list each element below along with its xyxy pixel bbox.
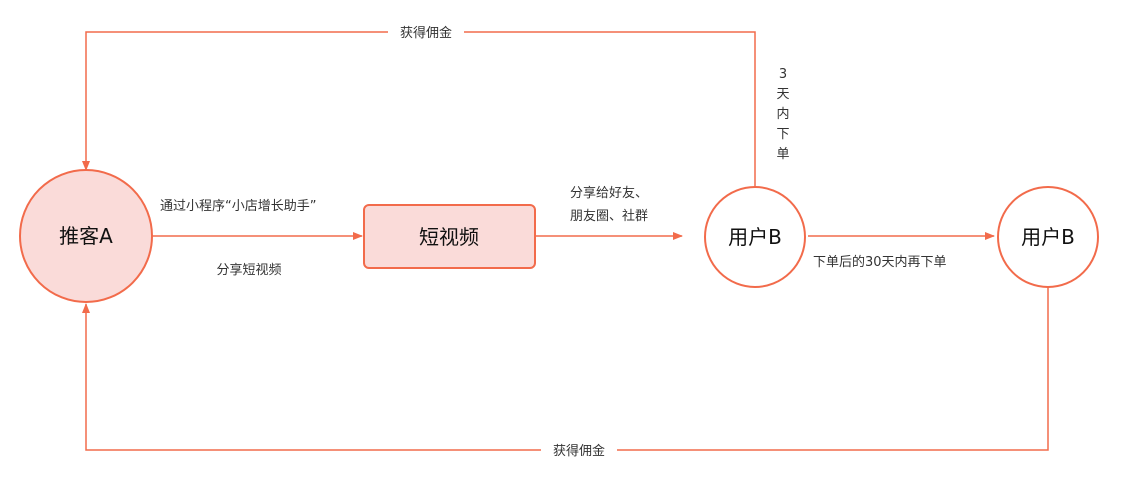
- label-order-within-3-days-c2: 天: [776, 87, 789, 102]
- node-user-b2-label: 用户B: [1021, 225, 1075, 249]
- label-reorder-within-30-days: 下单后的30天内再下单: [813, 254, 947, 270]
- label-share-short-video: 分享短视频: [216, 262, 281, 278]
- node-short-video-label: 短视频: [419, 225, 479, 249]
- edge-commission-top: [82, 31, 756, 188]
- label-order-within-3-days-c4: 下: [776, 127, 789, 142]
- node-tuike-a-label: 推客A: [59, 224, 113, 248]
- label-order-within-3-days-c1: 3: [779, 67, 787, 82]
- label-commission-bottom-bg: [541, 442, 617, 458]
- node-user-b2: [997, 186, 1099, 288]
- label-commission-top: 获得佣金: [400, 25, 452, 41]
- label-order-within-3-days-c5: 单: [776, 147, 789, 162]
- label-commission-top-bg: [388, 24, 464, 40]
- label-via-mini-program: 通过小程序“小店增长助手”: [160, 199, 316, 214]
- label-share-to-friends-line1: 分享给好友、: [570, 185, 648, 201]
- label-order-within-3-days-c3: 内: [776, 106, 789, 122]
- node-user-b1-label: 用户B: [728, 225, 782, 249]
- edge-commission-bottom: [82, 286, 1049, 451]
- node-short-video: [363, 204, 536, 269]
- label-commission-bottom: 获得佣金: [553, 443, 605, 459]
- node-tuike-a: [19, 169, 153, 303]
- label-share-to-friends-line2: 朋友圈、社群: [570, 208, 648, 224]
- node-user-b1: [704, 186, 806, 288]
